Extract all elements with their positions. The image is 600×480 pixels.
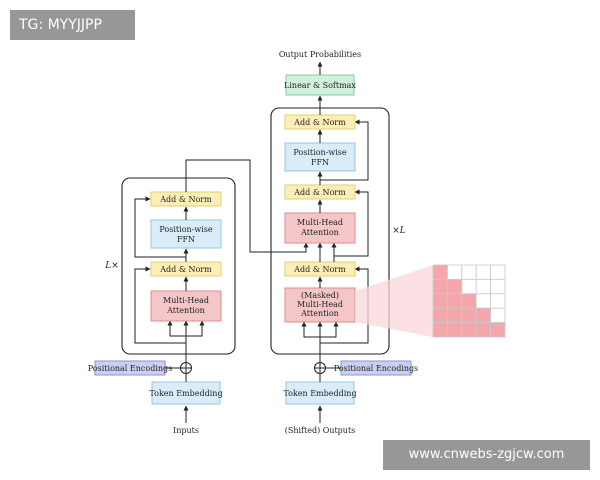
- mask-cell: [490, 293, 506, 309]
- svg-text:Attention: Attention: [166, 306, 205, 315]
- mask-cell: [461, 264, 477, 280]
- watermark-top-left: TG: MYYJJPP: [10, 10, 135, 40]
- svg-text:Token Embedding: Token Embedding: [149, 389, 222, 398]
- encoder-block-frame: [121, 177, 236, 355]
- mask-cell: [446, 293, 463, 309]
- decoder-token-embedding: Token Embedding: [283, 381, 357, 405]
- encoder-add-norm-1: Add & Norm: [150, 261, 222, 277]
- decoder-block-frame: [270, 107, 390, 355]
- mask-cell: [446, 307, 463, 324]
- decoder-positional-add-icon: [314, 362, 326, 374]
- mask-cell: [461, 278, 477, 295]
- decoder-repeat-label: ×L: [392, 226, 406, 236]
- svg-text:Multi-Head: Multi-Head: [297, 218, 343, 227]
- svg-text:Position-wise: Position-wise: [159, 225, 212, 234]
- decoder-add-norm-2: Add & Norm: [284, 184, 356, 200]
- svg-text:FFN: FFN: [177, 235, 195, 244]
- svg-text:Linear & Softmax: Linear & Softmax: [284, 81, 356, 90]
- svg-text:Positional Encodings: Positional Encodings: [88, 364, 173, 373]
- decoder-input-label: (Shifted) Outputs: [285, 426, 356, 435]
- encoder-add-norm-2: Add & Norm: [150, 191, 222, 207]
- svg-text:Add & Norm: Add & Norm: [293, 265, 346, 274]
- mask-cell: [475, 278, 492, 295]
- decoder-masked-fork-right: [320, 321, 339, 338]
- mask-cell: [446, 322, 463, 338]
- decoder-positional-encodings: Positional Encodings: [334, 360, 419, 376]
- mask-cell: [490, 278, 506, 295]
- svg-text:Add & Norm: Add & Norm: [293, 118, 346, 127]
- decoder-residual-3: [320, 119, 369, 181]
- mask-cell: [490, 322, 506, 338]
- mask-cell: [432, 264, 448, 280]
- mask-cell: [475, 264, 492, 280]
- svg-text:Attention: Attention: [300, 228, 339, 237]
- encoder-token-embedding: Token Embedding: [149, 381, 223, 405]
- encoder-multi-head-attention: Multi-Head Attention: [150, 290, 222, 322]
- svg-text:Token Embedding: Token Embedding: [283, 389, 356, 398]
- decoder: (Shifted) Outputs Token Embedding Positi…: [270, 50, 419, 435]
- encoder-positional-add-icon: [180, 362, 192, 374]
- decoder-masked-fork-left: [301, 321, 320, 338]
- svg-text:Add & Norm: Add & Norm: [159, 265, 212, 274]
- mask-cell: [461, 293, 477, 309]
- encoder-position-wise-ffn: Position-wise FFN: [150, 219, 222, 249]
- svg-text:FFN: FFN: [311, 158, 329, 167]
- mask-cell: [490, 307, 506, 324]
- svg-text:Attention: Attention: [300, 309, 339, 318]
- svg-text:Add & Norm: Add & Norm: [159, 195, 212, 204]
- encoder-residual-2: [134, 196, 186, 258]
- decoder-add-norm-1: Add & Norm: [284, 261, 356, 277]
- decoder-residual-2: [334, 189, 369, 257]
- mask-cell: [461, 307, 477, 324]
- mask-cell: [432, 307, 448, 324]
- mask-zoom-wedge: [355, 265, 433, 337]
- encoder-attn-fork: [167, 320, 186, 337]
- svg-text:Positional Encodings: Positional Encodings: [334, 364, 419, 373]
- mask-cell: [446, 264, 463, 280]
- decoder-add-norm-3: Add & Norm: [284, 114, 356, 130]
- mask-cell: [461, 322, 477, 338]
- svg-text:Add & Norm: Add & Norm: [293, 188, 346, 197]
- watermark-bottom-right: www.cnwebs-zgjcw.com: [383, 440, 590, 470]
- decoder-cross-attention: Multi-Head Attention: [284, 212, 356, 244]
- mask-cell: [432, 293, 448, 309]
- decoder-output-label: Output Probabilities: [279, 50, 361, 59]
- causal-mask-grid: [432, 264, 506, 338]
- mask-cell: [432, 278, 448, 295]
- encoder-positional-encodings: Positional Encodings: [88, 360, 173, 376]
- svg-text:Position-wise: Position-wise: [293, 148, 346, 157]
- mask-cell: [475, 322, 492, 338]
- encoder-residual-1: [134, 266, 186, 344]
- mask-cell: [446, 278, 463, 295]
- encoder-to-decoder-connection: [185, 159, 309, 253]
- mask-cell: [490, 264, 506, 280]
- mask-cell: [432, 322, 448, 338]
- encoder-attn-fork-right: [186, 320, 205, 337]
- mask-cell: [475, 307, 492, 324]
- encoder-repeat-label: L×: [104, 261, 119, 271]
- mask-cell: [475, 293, 492, 309]
- encoder: Inputs Token Embedding Positional Encodi…: [88, 177, 236, 435]
- decoder-masked-multi-head-attention: (Masked) Multi-Head Attention: [284, 287, 356, 323]
- decoder-position-wise-ffn: Position-wise FFN: [284, 142, 356, 172]
- svg-text:(Masked): (Masked): [301, 291, 339, 300]
- encoder-input-label: Inputs: [173, 426, 199, 435]
- svg-text:Multi-Head: Multi-Head: [163, 296, 209, 305]
- causal-mask-illustration: [355, 264, 506, 338]
- decoder-linear-softmax: Linear & Softmax: [284, 74, 356, 96]
- svg-text:Multi-Head: Multi-Head: [297, 300, 343, 309]
